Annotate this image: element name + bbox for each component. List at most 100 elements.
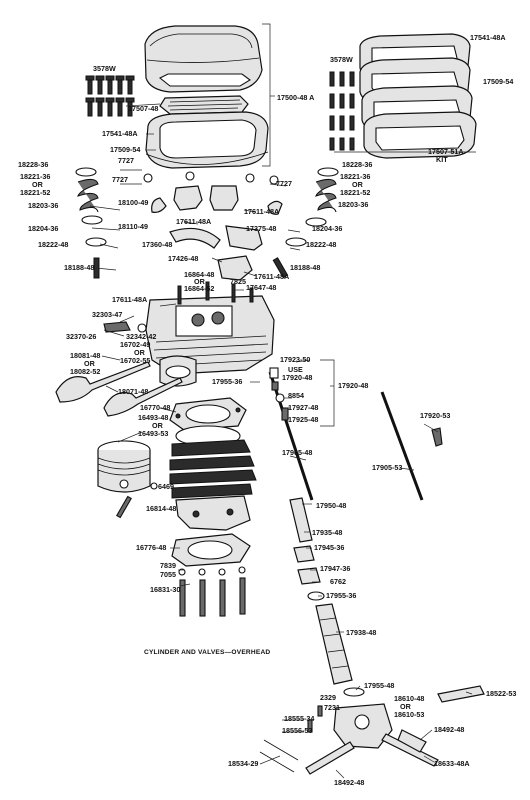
part-label: 16702-49: [120, 340, 150, 349]
part-label: 17611-48A: [112, 295, 147, 304]
part-label: OR: [352, 180, 364, 189]
part-label: 17611-48A: [176, 217, 211, 226]
part-label: 17500-48 A: [277, 93, 314, 102]
cylinder-studs: [178, 566, 246, 617]
part-label: 18203-36: [28, 201, 58, 210]
pushrod-covers: [289, 497, 353, 685]
part-label: 17360-48: [142, 240, 172, 249]
part-label: OR: [84, 359, 96, 368]
base-gasket: [171, 533, 251, 567]
part-label: 17509-54: [110, 145, 140, 154]
part-label: 17938-48: [346, 628, 376, 637]
part-label: 18204-36: [28, 224, 58, 233]
part-label: 18633-48A: [434, 759, 470, 768]
part-label: 3578W: [330, 55, 353, 64]
part-label: 18203-36: [338, 200, 368, 209]
part-label: 17920-48: [338, 381, 368, 390]
part-label: 17541-48A: [470, 33, 506, 42]
part-label: 18492-48: [434, 725, 464, 734]
cover-gasket-screen: [159, 95, 249, 115]
part-label: 17920-48: [282, 373, 312, 382]
part-label: 18188-48: [64, 263, 94, 272]
leader-lines: [89, 103, 473, 779]
gasket-kit-illustration: [359, 33, 477, 159]
part-label: 18556-53: [282, 726, 312, 735]
part-label: OR: [400, 702, 412, 711]
part-label: 8854: [288, 391, 304, 400]
part-label: KIT: [436, 155, 448, 164]
tappet-screws: [259, 705, 323, 773]
part-label: 18100-49: [118, 198, 148, 207]
cylinder-head-illustration: [145, 281, 275, 387]
rocker-cover-illustration: [144, 25, 263, 93]
part-label: 17611-48A: [244, 207, 279, 216]
part-label: 7727: [118, 156, 134, 165]
part-label: 18610-53: [394, 710, 424, 719]
part-label: 7055: [160, 570, 176, 579]
part-label: 32303-47: [92, 310, 122, 319]
part-label: 18534-29: [228, 759, 258, 768]
valves: [55, 361, 183, 417]
part-label: 17955-36: [326, 591, 356, 600]
part-label: 18228-36: [18, 160, 48, 169]
pushrods: [268, 371, 443, 501]
part-label: 16493-48: [138, 413, 168, 422]
part-label: 7839: [160, 561, 176, 570]
part-label: 18555-34: [284, 714, 314, 723]
valve-spring-left: [75, 167, 107, 279]
part-label: 18204-36: [312, 224, 342, 233]
part-label: 17507-48: [128, 104, 158, 113]
part-label: 17955-48: [364, 681, 394, 690]
part-label: 18221-36: [20, 172, 50, 181]
part-label: 18222-48: [306, 240, 336, 249]
part-label: 18071-48: [118, 387, 148, 396]
part-label: 18221-52: [340, 188, 370, 197]
part-label: 7231: [324, 703, 340, 712]
bolt-set-right: [329, 71, 355, 151]
part-label: USE: [288, 365, 303, 374]
part-label: OR: [152, 421, 164, 430]
rocker-arm-supports: [143, 171, 283, 281]
part-label: 18492-48: [334, 778, 364, 787]
part-label: 17507-51A: [428, 147, 464, 156]
part-label: 17950-48: [316, 501, 346, 510]
part-label: 17955-36: [212, 377, 242, 386]
part-label: 18221-36: [340, 172, 370, 181]
part-label: 6469: [158, 482, 174, 491]
part-label: 17905-53: [372, 463, 402, 472]
part-label: 17509-54: [483, 77, 513, 86]
part-label: 17905-48: [282, 448, 312, 457]
part-label: 16770-48: [140, 403, 170, 412]
part-label: OR: [32, 180, 44, 189]
part-label: 17925-48: [288, 415, 318, 424]
part-label: 16702-55: [120, 356, 150, 365]
part-label: 18522-53: [486, 689, 516, 698]
part-label: 16864-48: [184, 270, 214, 279]
part-label: 18228-36: [342, 160, 372, 169]
part-label: 17426-48: [168, 254, 198, 263]
part-label: 16831-30: [150, 585, 180, 594]
part-number-labels: 17541-48A 3578W 17509-54 17500-48 A 1750…: [18, 33, 516, 787]
part-label: 17945-36: [314, 543, 344, 552]
part-label: 17920-53: [420, 411, 450, 420]
part-label: 17541-48A: [102, 129, 138, 138]
valve-spring-right: [272, 167, 339, 279]
diagram-title: CYLINDER AND VALVES—OVERHEAD: [144, 649, 270, 656]
part-label: 18222-48: [38, 240, 68, 249]
tappet-guide: [305, 685, 485, 775]
bolt-set-left: [85, 75, 135, 117]
part-label: 18082-52: [70, 367, 100, 376]
part-label: 3578W: [93, 64, 116, 73]
part-label: 17927-48: [288, 403, 318, 412]
part-label: 18081-48: [70, 351, 100, 360]
part-label: 17647-48: [246, 283, 276, 292]
part-label: 7727: [112, 175, 128, 184]
part-label: 17935-48: [312, 528, 342, 537]
part-label: 17611-48A: [254, 272, 289, 281]
part-label: 18610-48: [394, 694, 424, 703]
part-label: 16776-48: [136, 543, 166, 552]
pushrod-keepers: [269, 367, 289, 421]
part-label: 16493-53: [138, 429, 168, 438]
head-gasket: [169, 397, 247, 431]
